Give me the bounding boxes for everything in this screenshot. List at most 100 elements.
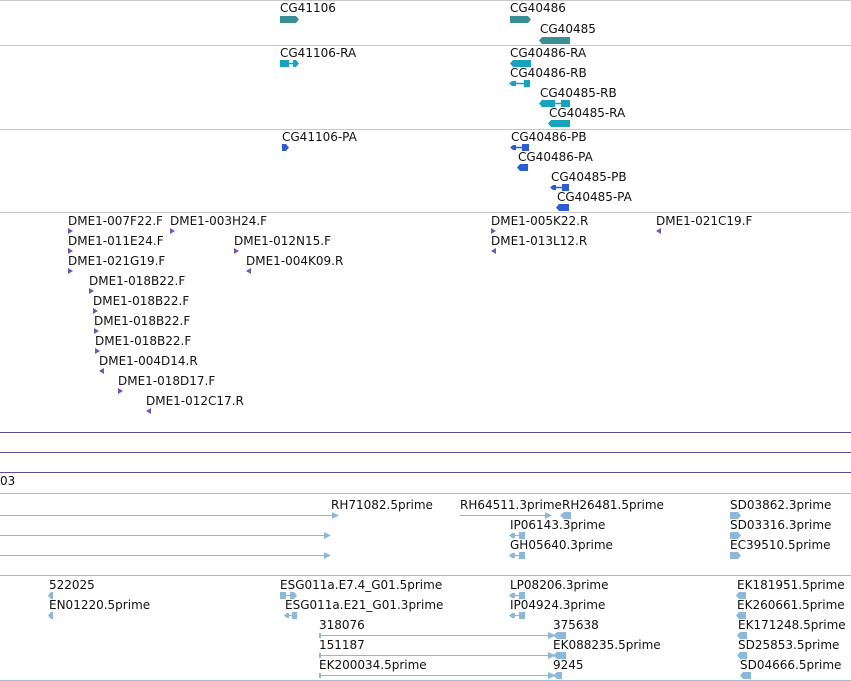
- est-label[interactable]: RH71082.5prime: [331, 498, 433, 512]
- protein-glyph[interactable]: [510, 144, 530, 151]
- protein-glyph[interactable]: [517, 164, 529, 171]
- est-glyph[interactable]: [0, 532, 332, 539]
- est-glyph[interactable]: [730, 532, 742, 539]
- est-label[interactable]: IP04924.3prime: [510, 598, 606, 612]
- gene-glyph[interactable]: [510, 16, 532, 23]
- bac-end-glyph[interactable]: [68, 228, 74, 234]
- est-label[interactable]: 375638: [553, 618, 599, 632]
- bac-end-label[interactable]: DME1-013L12.R: [491, 234, 588, 248]
- est-glyph[interactable]: [560, 512, 572, 519]
- protein-glyph[interactable]: [550, 184, 570, 191]
- est-glyph[interactable]: [284, 612, 298, 619]
- protein-glyph[interactable]: [282, 144, 290, 151]
- bac-end-label[interactable]: DME1-021G19.F: [68, 254, 166, 268]
- est-glyph[interactable]: [737, 632, 748, 639]
- bac-end-glyph[interactable]: [68, 268, 74, 274]
- est-label[interactable]: EN01220.5prime: [49, 598, 151, 612]
- bac-end-glyph[interactable]: [491, 228, 497, 234]
- est-glyph[interactable]: [509, 532, 526, 539]
- bac-end-label[interactable]: DME1-018B22.F: [95, 334, 192, 348]
- bac-end-label[interactable]: DME1-004K09.R: [246, 254, 344, 268]
- transcript-label[interactable]: CG40486-RB: [510, 66, 587, 80]
- est-glyph[interactable]: [730, 512, 742, 519]
- transcript-label[interactable]: CG41106-RA: [280, 46, 357, 60]
- est-glyph[interactable]: [319, 652, 557, 659]
- bac-end-label[interactable]: DME1-018B22.F: [93, 294, 190, 308]
- transcript-label[interactable]: CG40486-RA: [510, 46, 587, 60]
- bac-end-label[interactable]: DME1-011E24.F: [68, 234, 164, 248]
- protein-label[interactable]: CG40486-PB: [511, 130, 587, 144]
- protein-label[interactable]: CG40485-PB: [551, 170, 627, 184]
- est-glyph[interactable]: [736, 612, 747, 619]
- est-glyph[interactable]: [319, 672, 557, 679]
- bac-end-glyph[interactable]: [234, 248, 240, 254]
- bac-end-glyph[interactable]: [68, 248, 74, 254]
- est-label[interactable]: EK088235.5prime: [553, 638, 661, 652]
- gene-glyph[interactable]: [539, 37, 571, 44]
- bac-end-glyph[interactable]: [95, 348, 101, 354]
- est-glyph[interactable]: [48, 612, 54, 619]
- est-glyph[interactable]: [0, 512, 340, 519]
- est-label[interactable]: SD03862.3prime: [730, 498, 832, 512]
- est-label[interactable]: EC39510.5prime: [730, 538, 831, 552]
- est-glyph[interactable]: [48, 592, 54, 599]
- bac-end-label[interactable]: DME1-012N15.F: [234, 234, 332, 248]
- protein-label[interactable]: CG40485-PA: [557, 190, 632, 204]
- est-label[interactable]: 522025: [49, 578, 95, 592]
- est-label[interactable]: EK171248.5prime: [738, 618, 846, 632]
- bac-end-glyph[interactable]: [89, 288, 95, 294]
- est-label[interactable]: SD03316.3prime: [730, 518, 832, 532]
- bac-end-label[interactable]: DME1-012C17.R: [146, 394, 244, 408]
- bac-end-label[interactable]: DME1-007F22.F: [68, 214, 163, 228]
- est-glyph[interactable]: [730, 552, 742, 559]
- est-glyph[interactable]: [553, 632, 567, 639]
- bac-end-glyph[interactable]: [656, 228, 662, 234]
- est-label[interactable]: EK181951.5prime: [737, 578, 845, 592]
- est-label[interactable]: IP06143.3prime: [510, 518, 606, 532]
- est-label[interactable]: 9245: [553, 658, 584, 672]
- est-glyph[interactable]: [319, 632, 557, 639]
- bac-end-glyph[interactable]: [246, 268, 252, 274]
- est-glyph[interactable]: [509, 612, 526, 619]
- gene-glyph[interactable]: [280, 16, 300, 23]
- bac-end-label[interactable]: DME1-003H24.F: [170, 214, 268, 228]
- est-label[interactable]: SD25853.5prime: [738, 638, 840, 652]
- gene-label[interactable]: CG41106: [280, 1, 336, 15]
- est-label[interactable]: EK260661.5prime: [737, 598, 845, 612]
- bac-end-glyph[interactable]: [94, 328, 100, 334]
- est-label[interactable]: 151187: [319, 638, 365, 652]
- est-label[interactable]: ESG011a.E21_G01.3prime: [285, 598, 444, 612]
- transcript-glyph[interactable]: [548, 120, 571, 127]
- est-glyph[interactable]: [0, 552, 332, 559]
- gene-label[interactable]: CG40485: [540, 22, 596, 36]
- est-glyph[interactable]: [509, 552, 526, 559]
- est-glyph[interactable]: [280, 592, 298, 599]
- est-glyph[interactable]: [553, 652, 567, 659]
- bac-end-label[interactable]: DME1-005K22.R: [491, 214, 589, 228]
- est-glyph[interactable]: [460, 512, 553, 519]
- est-glyph[interactable]: [736, 592, 747, 599]
- est-label[interactable]: GH05640.3prime: [510, 538, 613, 552]
- bac-end-label[interactable]: DME1-018D17.F: [118, 374, 216, 388]
- protein-glyph[interactable]: [556, 204, 570, 211]
- transcript-label[interactable]: CG40485-RB: [540, 86, 617, 100]
- bac-end-glyph[interactable]: [146, 408, 152, 414]
- bac-end-glyph[interactable]: [93, 308, 99, 314]
- est-label[interactable]: RH26481.5prime: [562, 498, 664, 512]
- transcript-glyph[interactable]: [509, 80, 531, 87]
- transcript-glyph[interactable]: [539, 100, 571, 107]
- est-glyph[interactable]: [740, 672, 752, 679]
- transcript-label[interactable]: CG40485-RA: [549, 106, 626, 120]
- est-label[interactable]: 318076: [319, 618, 365, 632]
- bac-end-label[interactable]: DME1-018B22.F: [89, 274, 186, 288]
- est-glyph[interactable]: [553, 672, 563, 679]
- protein-label[interactable]: CG41106-PA: [282, 130, 357, 144]
- est-label[interactable]: EK200034.5prime: [319, 658, 427, 672]
- transcript-glyph[interactable]: [280, 60, 300, 67]
- bac-end-glyph[interactable]: [118, 388, 124, 394]
- est-label[interactable]: RH64511.3prime: [460, 498, 562, 512]
- transcript-glyph[interactable]: [510, 60, 532, 67]
- bac-end-label[interactable]: DME1-004D14.R: [99, 354, 198, 368]
- est-glyph[interactable]: [737, 652, 748, 659]
- est-label[interactable]: ESG011a.E7.4_G01.5prime: [280, 578, 443, 592]
